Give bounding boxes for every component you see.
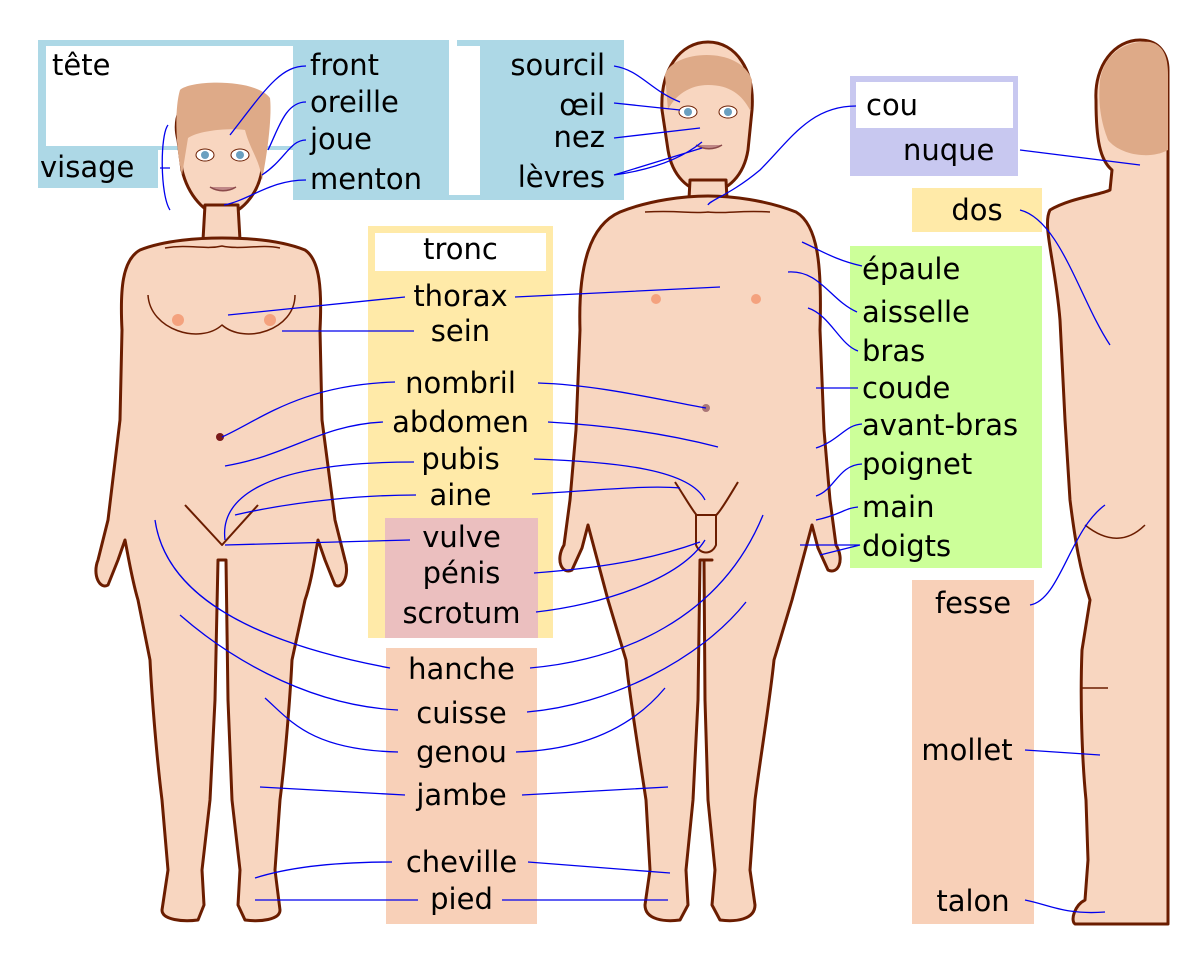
arm-group-box <box>850 246 1042 568</box>
label-sein: sein <box>430 314 491 348</box>
group-label-trunk: tronc <box>423 232 498 266</box>
label-fesse: fesse <box>934 586 1012 620</box>
label-doigts: doigts <box>862 529 952 563</box>
label-poignet: poignet <box>862 447 973 481</box>
label-dos: dos <box>951 193 1003 227</box>
label-scrotum: scrotum <box>402 596 521 630</box>
label-joue: joue <box>310 122 373 156</box>
label-mollet: mollet <box>921 733 1013 767</box>
label-avant-bras: avant-bras <box>862 408 1019 442</box>
label-hanche: hanche <box>408 652 515 686</box>
group-label-head: tête <box>52 48 111 82</box>
group-label-neck: cou <box>866 88 919 122</box>
label-pied: pied <box>430 882 493 916</box>
label-sourcil: sourcil <box>510 48 605 82</box>
label-genou: genou <box>416 735 507 769</box>
back-figure <box>1046 38 1170 926</box>
back-leg-group-box <box>912 580 1034 924</box>
label-talon: talon <box>936 884 1010 918</box>
label-oreille: oreille <box>310 85 399 119</box>
label-main: main <box>862 490 935 524</box>
label-cheville: cheville <box>405 845 518 879</box>
label-nuque: nuque <box>903 133 995 167</box>
label-visage: visage <box>40 150 135 184</box>
label-vulve: vulve <box>422 520 501 554</box>
label-levres: lèvres <box>517 160 605 194</box>
label-pubis: pubis <box>421 442 500 476</box>
label-aine: aine <box>429 478 492 512</box>
label-epaule: épaule <box>862 252 961 286</box>
label-thorax: thorax <box>413 279 508 313</box>
trunk-group-boxes <box>368 226 553 638</box>
label-aisselle: aisselle <box>862 295 970 329</box>
male-figure <box>558 40 842 923</box>
leader-lines <box>154 65 1141 914</box>
female-figure <box>94 82 349 923</box>
label-bras: bras <box>862 334 926 368</box>
label-nombril: nombril <box>405 366 516 400</box>
label-penis: pénis <box>422 556 501 590</box>
label-nez: nez <box>553 120 605 154</box>
label-cuisse: cuisse <box>416 696 507 730</box>
label-menton: menton <box>310 162 422 196</box>
neck-group-boxes <box>850 76 1018 176</box>
leg-group-box <box>386 648 537 924</box>
label-oeil: œil <box>559 88 605 122</box>
label-jambe: jambe <box>416 778 507 812</box>
label-front: front <box>310 48 379 82</box>
label-coude: coude <box>862 371 951 405</box>
label-abdomen: abdomen <box>392 405 529 439</box>
